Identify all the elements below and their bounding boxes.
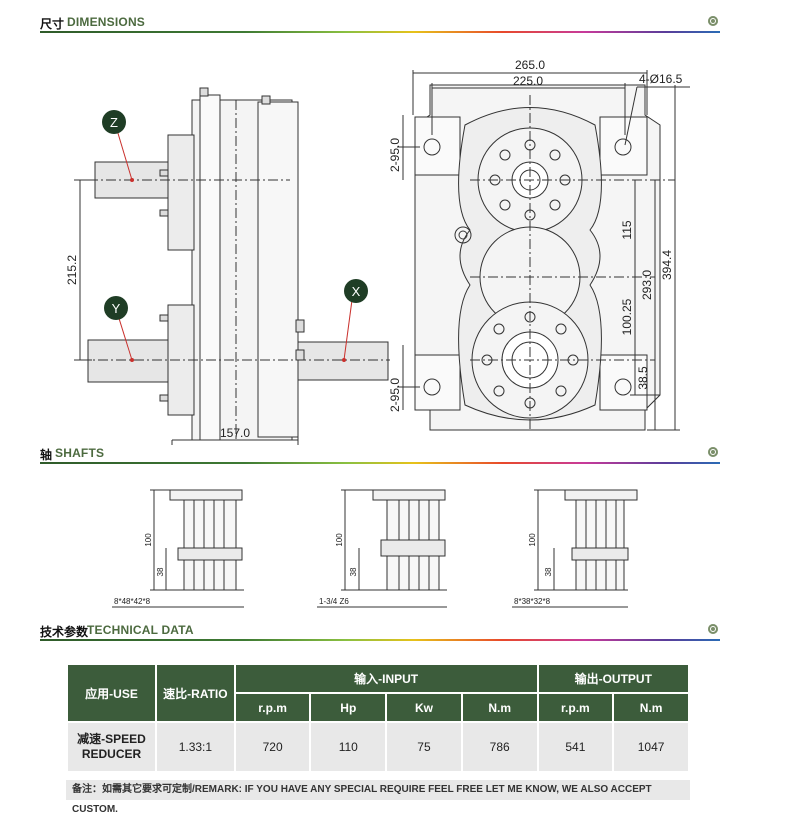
subheader-input-rpm: r.p.m (235, 694, 310, 721)
section-dot-icon (708, 624, 718, 634)
subheader-input-hp: Hp (311, 694, 386, 721)
cell-input-hp: 110 (311, 723, 386, 771)
header-use: 应用-USE (68, 665, 155, 721)
dim-side-width: 157.0 (220, 426, 250, 440)
section-title-zh: 技术参数 (40, 625, 89, 639)
table-header-row: 应用-USE 速比-RATIO 输入-INPUT 输出-OUTPUT (68, 665, 688, 721)
section-title-en: DIMENSIONS (67, 15, 146, 29)
side-view-drawing: Z Y X 215.2 157.0 (65, 87, 390, 445)
shaft-height: 100 (335, 533, 344, 547)
subheader-output-nm: N.m (614, 694, 688, 721)
shaft-inner: 38 (544, 567, 553, 576)
dim-115: 115 (620, 220, 634, 239)
shaft-spec: 8*38*32*8 (514, 597, 551, 606)
dim-293: 293.0 (640, 270, 654, 300)
cell-output-rpm: 541 (538, 723, 613, 771)
front-view-drawing: 265.0 225.0 4-Ø16.5 2-95.0 2-95.0 115 29… (388, 58, 690, 431)
cell-use: 减速-SPEED REDUCER (68, 723, 155, 771)
section-title-en: SHAFTS (55, 446, 105, 460)
section-shafts-header: 轴 SHAFTS (40, 445, 720, 465)
label-x: X (344, 279, 368, 303)
table-row: 减速-SPEED REDUCER 1.33:1 720 110 75 786 5… (68, 723, 688, 771)
dim-bottom-offset: 2-95.0 (388, 378, 402, 412)
dim-394: 394.4 (660, 250, 674, 280)
dim-top-offset: 2-95.0 (388, 138, 402, 172)
section-technical-header: 技术参数 TECHNICAL DATA (40, 622, 720, 642)
section-dimensions-header: 尺寸 DIMENSIONS (40, 14, 720, 34)
label-y: Y (104, 296, 128, 320)
section-title-zh: 轴 (40, 448, 53, 462)
subheader-input-kw: Kw (387, 694, 461, 721)
cell-output-nm: 1047 (614, 723, 688, 771)
shaft-height: 100 (144, 533, 153, 547)
table-subheader-row: r.p.m Hp Kw N.m r.p.m N.m (68, 694, 688, 721)
dim-38: 38.5 (636, 366, 650, 390)
svg-text:Z: Z (110, 115, 118, 130)
subheader-input-nm: N.m (462, 694, 537, 721)
dim-side-height: 215.2 (65, 255, 79, 285)
shaft-height: 100 (528, 533, 537, 547)
dim-bolt-width: 225.0 (513, 74, 543, 88)
dim-100: 100.25 (620, 298, 634, 335)
cell-ratio: 1.33:1 (157, 723, 234, 771)
shaft-drawing-1: 100 38 8*48*42*8 (112, 489, 244, 608)
header-output: 输出-OUTPUT (538, 665, 688, 692)
section-rule (40, 462, 720, 464)
cell-input-kw: 75 (387, 723, 461, 771)
shaft-spec: 8*48*42*8 (114, 597, 151, 606)
svg-text:Y: Y (112, 301, 121, 316)
svg-text:X: X (352, 284, 361, 299)
shaft-spec: 1-3/4 Z6 (319, 597, 349, 606)
shaft-inner: 38 (349, 567, 358, 576)
dim-holes: 4-Ø16.5 (639, 72, 683, 86)
section-title-zh: 尺寸 (40, 17, 65, 31)
dim-overall-width: 265.0 (515, 58, 545, 72)
cell-input-rpm: 720 (235, 723, 310, 771)
cell-input-nm: 786 (462, 723, 537, 771)
section-rule (40, 639, 720, 641)
section-dot-icon (708, 16, 718, 26)
remark-note: 备注：如需其它要求可定制/REMARK: IF YOU HAVE ANY SPE… (66, 780, 690, 815)
shaft-inner: 38 (156, 567, 165, 576)
header-ratio: 速比-RATIO (157, 665, 234, 721)
shaft-drawing-3: 100 38 8*38*32*8 (512, 489, 638, 608)
section-title-en: TECHNICAL DATA (87, 623, 194, 637)
section-dot-icon (708, 447, 718, 457)
subheader-output-rpm: r.p.m (538, 694, 613, 721)
shaft-drawing-2: 100 38 1-3/4 Z6 (317, 489, 447, 608)
section-rule (40, 31, 720, 33)
technical-data-table: 应用-USE 速比-RATIO 输入-INPUT 输出-OUTPUT r.p.m… (66, 663, 690, 773)
header-input: 输入-INPUT (235, 665, 537, 692)
label-z: Z (102, 110, 126, 134)
